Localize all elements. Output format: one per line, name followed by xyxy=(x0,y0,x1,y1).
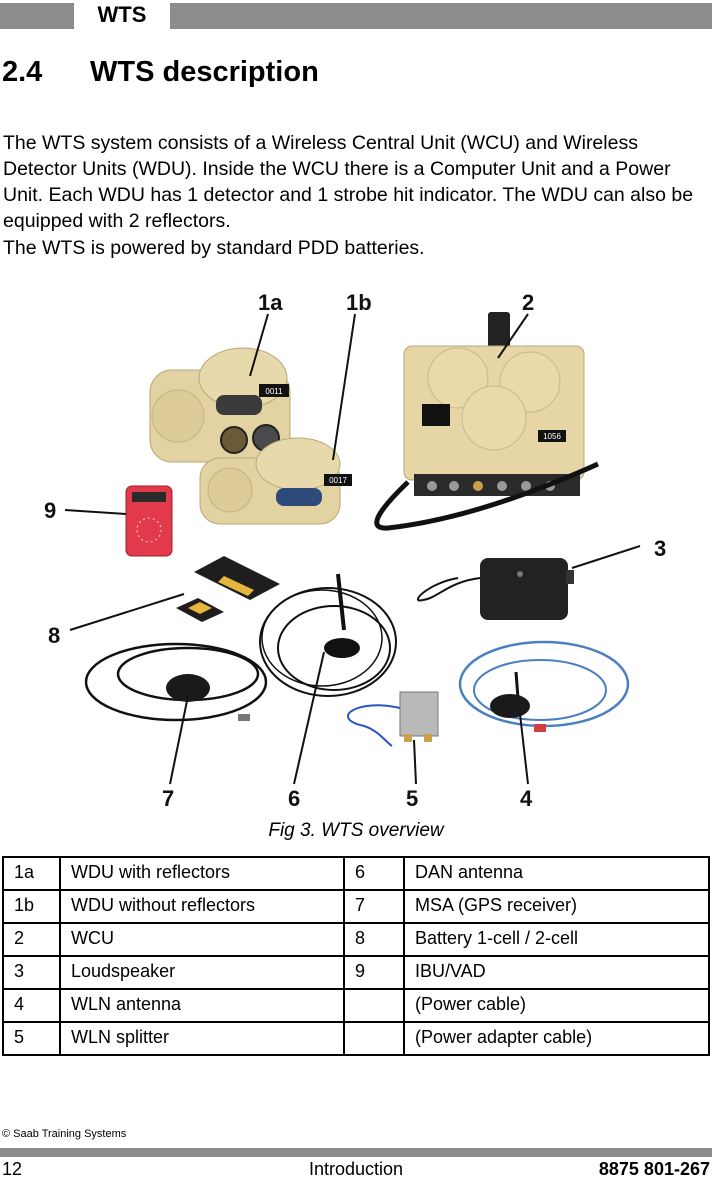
document-number: 8875 801-267 xyxy=(598,1159,710,1179)
legend-id: 2 xyxy=(2,922,61,957)
wdu-without-reflectors-photo: 0017 xyxy=(199,437,352,525)
table-row: 1b WDU without reflectors 7 MSA (GPS rec… xyxy=(2,889,710,924)
table-row: 1a WDU with reflectors 6 DAN antenna xyxy=(2,856,710,891)
legend-label: WDU without reflectors xyxy=(59,889,345,924)
wdu-with-reflectors-photo: 0011 xyxy=(149,347,291,463)
wdu-1b-id-label: 0017 xyxy=(329,476,347,485)
wln-antenna-photo xyxy=(458,640,630,732)
wln-splitter-photo xyxy=(347,691,439,747)
legend-label: DAN antenna xyxy=(403,856,710,891)
legend-label: (Power cable) xyxy=(403,988,710,1023)
chapter-name: Introduction xyxy=(308,1159,404,1179)
intro-paragraph: The WTS system consists of a Wireless Ce… xyxy=(3,132,694,232)
wcu-id-label: 1056 xyxy=(543,432,561,441)
legend-label: WDU with reflectors xyxy=(59,856,345,891)
callout-1b: 1b xyxy=(346,290,372,315)
ibu-vad-photo xyxy=(125,485,173,557)
table-row: 2 WCU 8 Battery 1-cell / 2-cell xyxy=(2,922,710,957)
battery-photo xyxy=(176,556,280,622)
header-bar-left xyxy=(0,3,74,29)
msa-gps-photo xyxy=(84,642,268,722)
power-paragraph: The WTS is powered by standard PDD batte… xyxy=(3,237,425,259)
legend-label: WCU xyxy=(59,922,345,957)
legend-label: Battery 1-cell / 2-cell xyxy=(403,922,710,957)
wdu-1a-id-label: 0011 xyxy=(265,387,283,396)
legend-label: MSA (GPS receiver) xyxy=(403,889,710,924)
legend-label: WLN splitter xyxy=(59,1021,345,1056)
legend-id xyxy=(343,1021,405,1056)
callout-2: 2 xyxy=(522,290,534,315)
copyright-notice: © Saab Training Systems xyxy=(2,1128,127,1140)
legend-id: 1b xyxy=(2,889,61,924)
section-number: 2.4 xyxy=(2,56,43,88)
callout-3: 3 xyxy=(654,536,666,561)
header-tag: WTS xyxy=(97,2,147,27)
section-title: WTS description xyxy=(90,56,319,88)
callout-6: 6 xyxy=(288,786,300,811)
legend-id: 1a xyxy=(2,856,61,891)
table-row: 5 WLN splitter (Power adapter cable) xyxy=(2,1021,710,1056)
wts-overview-figure: 0011 0017 1056 xyxy=(44,290,666,811)
table-row: 3 Loudspeaker 9 IBU/VAD xyxy=(2,955,710,990)
legend-id: 5 xyxy=(2,1021,61,1056)
legend-id: 3 xyxy=(2,955,61,990)
callout-4: 4 xyxy=(520,786,533,811)
legend-label: Loudspeaker xyxy=(59,955,345,990)
legend-label: IBU/VAD xyxy=(403,955,710,990)
header-bar-right xyxy=(170,3,712,29)
callout-8: 8 xyxy=(48,623,60,648)
footer-bar xyxy=(0,1148,712,1157)
legend-label: WLN antenna xyxy=(59,988,345,1023)
callout-1a: 1a xyxy=(258,290,283,315)
callout-leaders xyxy=(64,313,641,785)
legend-id: 4 xyxy=(2,988,61,1023)
figure-caption: Fig 3. WTS overview xyxy=(268,820,444,841)
callout-5: 5 xyxy=(406,786,418,811)
loudspeaker-photo xyxy=(416,558,574,620)
legend-label: (Power adapter cable) xyxy=(403,1021,710,1056)
page-number: 12 xyxy=(2,1159,23,1179)
legend-id: 6 xyxy=(343,856,405,891)
legend-id: 8 xyxy=(343,922,405,957)
legend-id: 7 xyxy=(343,889,405,924)
wcu-photo: 1056 xyxy=(374,312,600,531)
callout-7: 7 xyxy=(162,786,174,811)
figure-legend-table: 1a WDU with reflectors 6 DAN antenna 1b … xyxy=(2,856,710,1056)
dan-antenna-photo xyxy=(259,573,397,697)
legend-id xyxy=(343,988,405,1023)
legend-id: 9 xyxy=(343,955,405,990)
callout-9: 9 xyxy=(44,498,56,523)
table-row: 4 WLN antenna (Power cable) xyxy=(2,988,710,1023)
section-heading: 2.4 WTS description xyxy=(2,56,319,89)
